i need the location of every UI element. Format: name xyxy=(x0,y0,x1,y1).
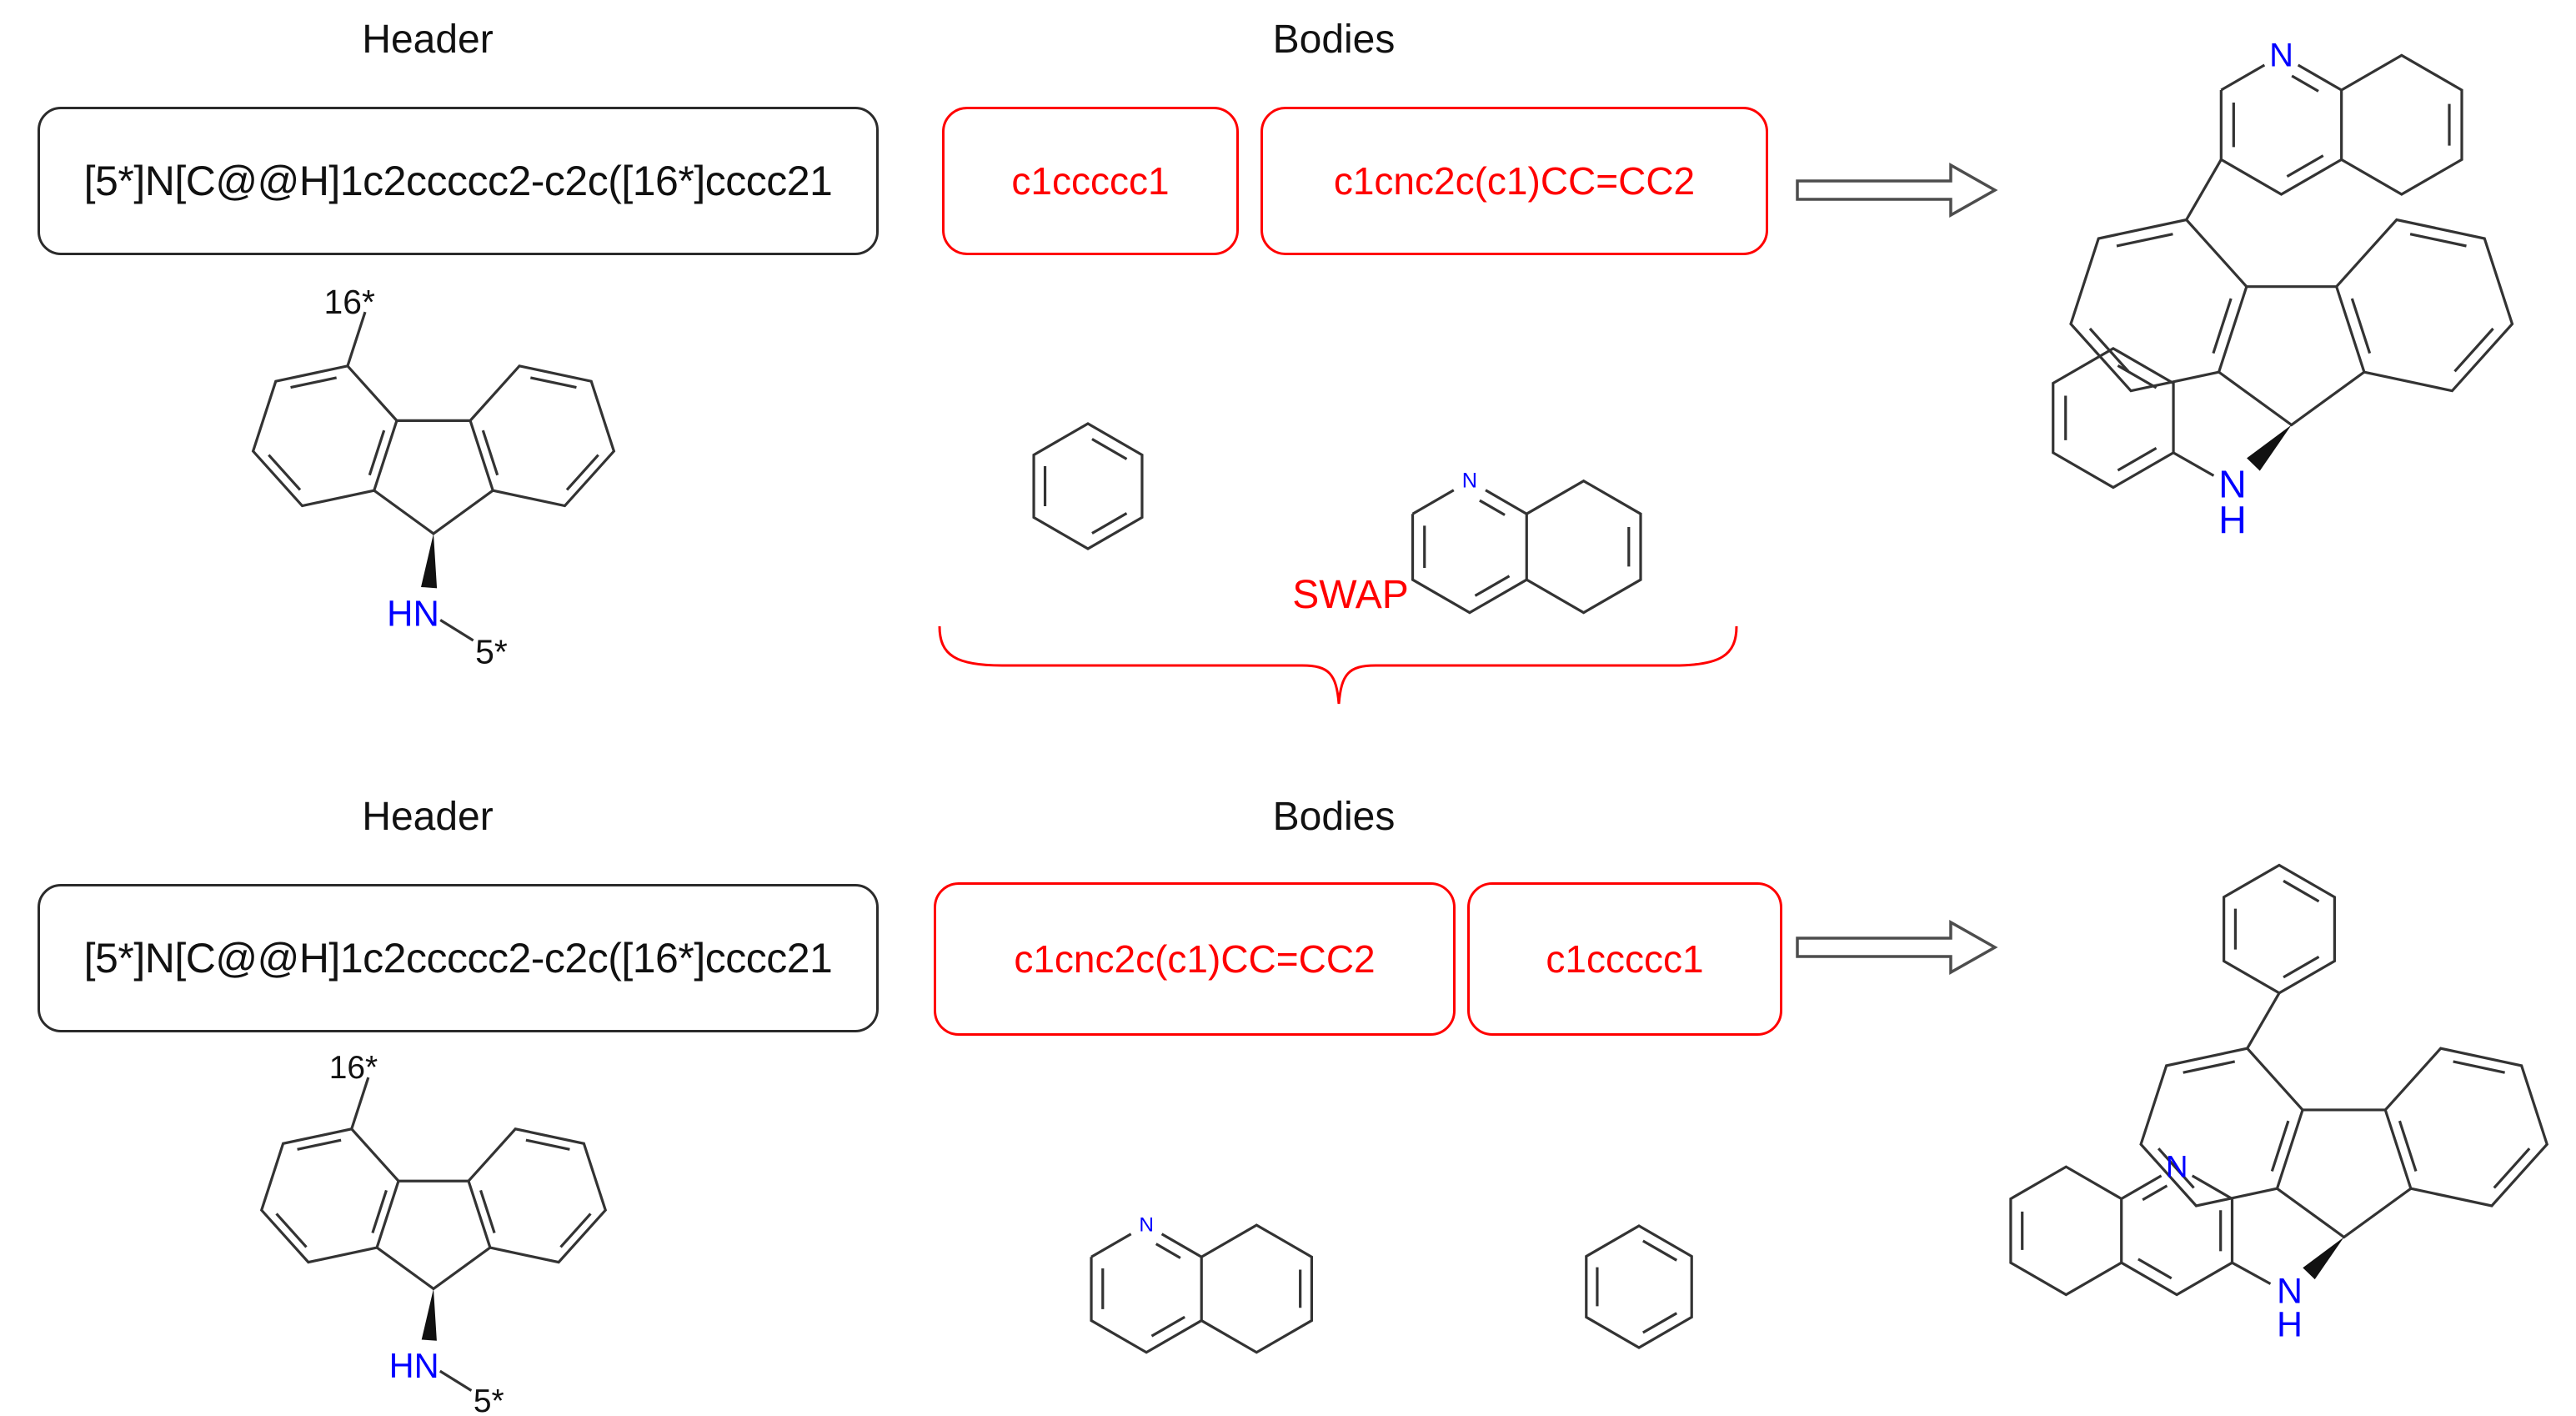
header-smiles-text-row2: [5*]N[C@@H]1c2ccccc2-c2c([16*]cccc21 xyxy=(83,935,833,982)
pyridine-n-label: N xyxy=(1462,469,1477,493)
header-smiles-text-row1: [5*]N[C@@H]1c2ccccc2-c2c([16*]cccc21 xyxy=(83,158,833,204)
body-smiles-2-row2: c1ccccc1 xyxy=(1546,937,1704,981)
product-molecule-structure-row2: N H N xyxy=(2009,864,2548,1345)
pyridine-n-label: N xyxy=(2166,1150,2188,1184)
amine-hn-label: HN xyxy=(387,595,439,635)
amine-h-label: H xyxy=(2218,499,2247,542)
header-section-label-row1: Header xyxy=(362,18,494,62)
header-section-label-row2: Header xyxy=(362,795,494,839)
pyridine-n-label: N xyxy=(1139,1214,1154,1237)
attachment-5-label: 5* xyxy=(475,633,508,671)
amine-hn-label: HN xyxy=(389,1346,439,1385)
bodies-section-label-row2: Bodies xyxy=(1272,795,1396,839)
header-smiles-box-row1: [5*]N[C@@H]1c2ccccc2-c2c([16*]cccc21 xyxy=(38,107,879,255)
reaction-arrow-row1 xyxy=(1796,162,1998,218)
dihydroquinoline-structure-row1: N xyxy=(1411,469,1642,614)
swap-label: SWAP xyxy=(1292,573,1409,617)
amine-h-label: H xyxy=(2277,1305,2303,1345)
body-box-2-row2: c1ccccc1 xyxy=(1467,882,1782,1036)
query-molecule-structure-row2: 16* HN 5* xyxy=(260,1050,607,1416)
body-smiles-2-row1: c1cnc2c(c1)CC=CC2 xyxy=(1333,159,1696,203)
attachment-16-label: 16* xyxy=(324,283,375,321)
query-molecule-structure-row1: 16* HN 5* xyxy=(252,283,615,671)
attachment-16-label: 16* xyxy=(329,1050,378,1086)
dihydroquinoline-structure-row2: N xyxy=(1090,1214,1313,1353)
pyridine-n-label: N xyxy=(2269,37,2293,73)
attachment-5-label: 5* xyxy=(474,1383,504,1416)
amine-n-label: N xyxy=(2218,462,2247,505)
reaction-arrow-row2 xyxy=(1796,919,1998,976)
benzene-structure-row1 xyxy=(1032,422,1144,550)
bodies-section-label-row1: Bodies xyxy=(1272,18,1396,62)
benzene-structure-row2 xyxy=(1585,1224,1693,1349)
header-smiles-box-row2: [5*]N[C@@H]1c2ccccc2-c2c([16*]cccc21 xyxy=(38,884,879,1032)
amine-n-label: N xyxy=(2277,1272,2303,1312)
product-molecule-structure-row1: N N H xyxy=(2052,37,2513,542)
body-smiles-1-row2: c1cnc2c(c1)CC=CC2 xyxy=(1014,937,1376,981)
body-box-1-row2: c1cnc2c(c1)CC=CC2 xyxy=(934,882,1456,1036)
body-box-2-row1: c1cnc2c(c1)CC=CC2 xyxy=(1260,107,1768,255)
body-box-1-row1: c1ccccc1 xyxy=(942,107,1239,255)
body-smiles-1-row1: c1ccccc1 xyxy=(1011,159,1170,203)
swap-brace xyxy=(938,625,1738,705)
